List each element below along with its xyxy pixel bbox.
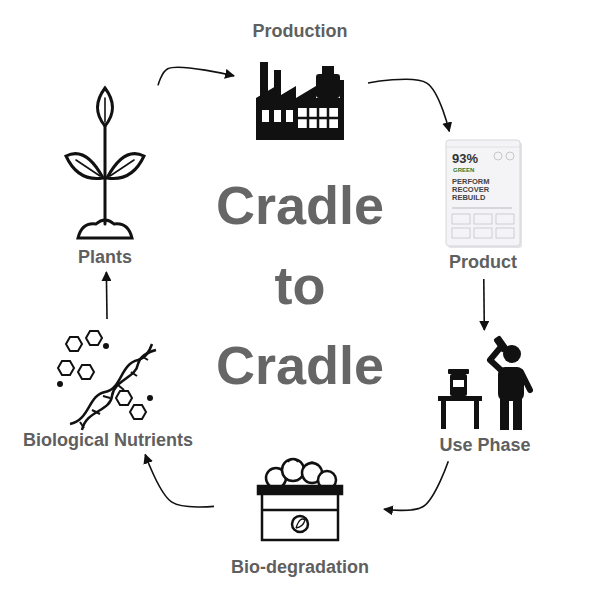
package-print: GREEN (453, 167, 493, 173)
stage-label: Bio-degradation (231, 556, 369, 578)
stage-node: Production (238, 20, 362, 146)
cycle-arrow (384, 461, 448, 510)
cycle-arrow (368, 79, 449, 131)
person-drinking-icon (438, 335, 530, 430)
cycle-arrow (483, 279, 485, 330)
produce-crate-icon (258, 459, 342, 540)
package-print: PERFORM RECOVER REBUILD (452, 178, 510, 202)
stage-label: Product (449, 251, 517, 273)
stage-label: Plants (78, 246, 132, 268)
factory-icon (256, 62, 344, 140)
cycle-arrow (158, 67, 234, 85)
stage-node: Bio-degradation (220, 452, 380, 578)
product-pouch (446, 140, 522, 248)
stage-node: Plants (55, 84, 155, 268)
stage-label: Production (253, 20, 348, 42)
stage-node: Product (430, 135, 536, 273)
diagram-title: Cradle to Cradle (200, 165, 400, 405)
stage-node: Use Phase (425, 334, 545, 456)
plant-icon (66, 88, 144, 238)
stage-label: Use Phase (439, 434, 530, 456)
cycle-arrow (145, 454, 214, 507)
package-print: 93% (452, 152, 492, 166)
cycle-arrow (106, 272, 108, 319)
stage-node: Biological Nutrients (8, 325, 208, 451)
dna-molecule-icon (57, 331, 156, 430)
stage-label: Biological Nutrients (23, 429, 193, 451)
